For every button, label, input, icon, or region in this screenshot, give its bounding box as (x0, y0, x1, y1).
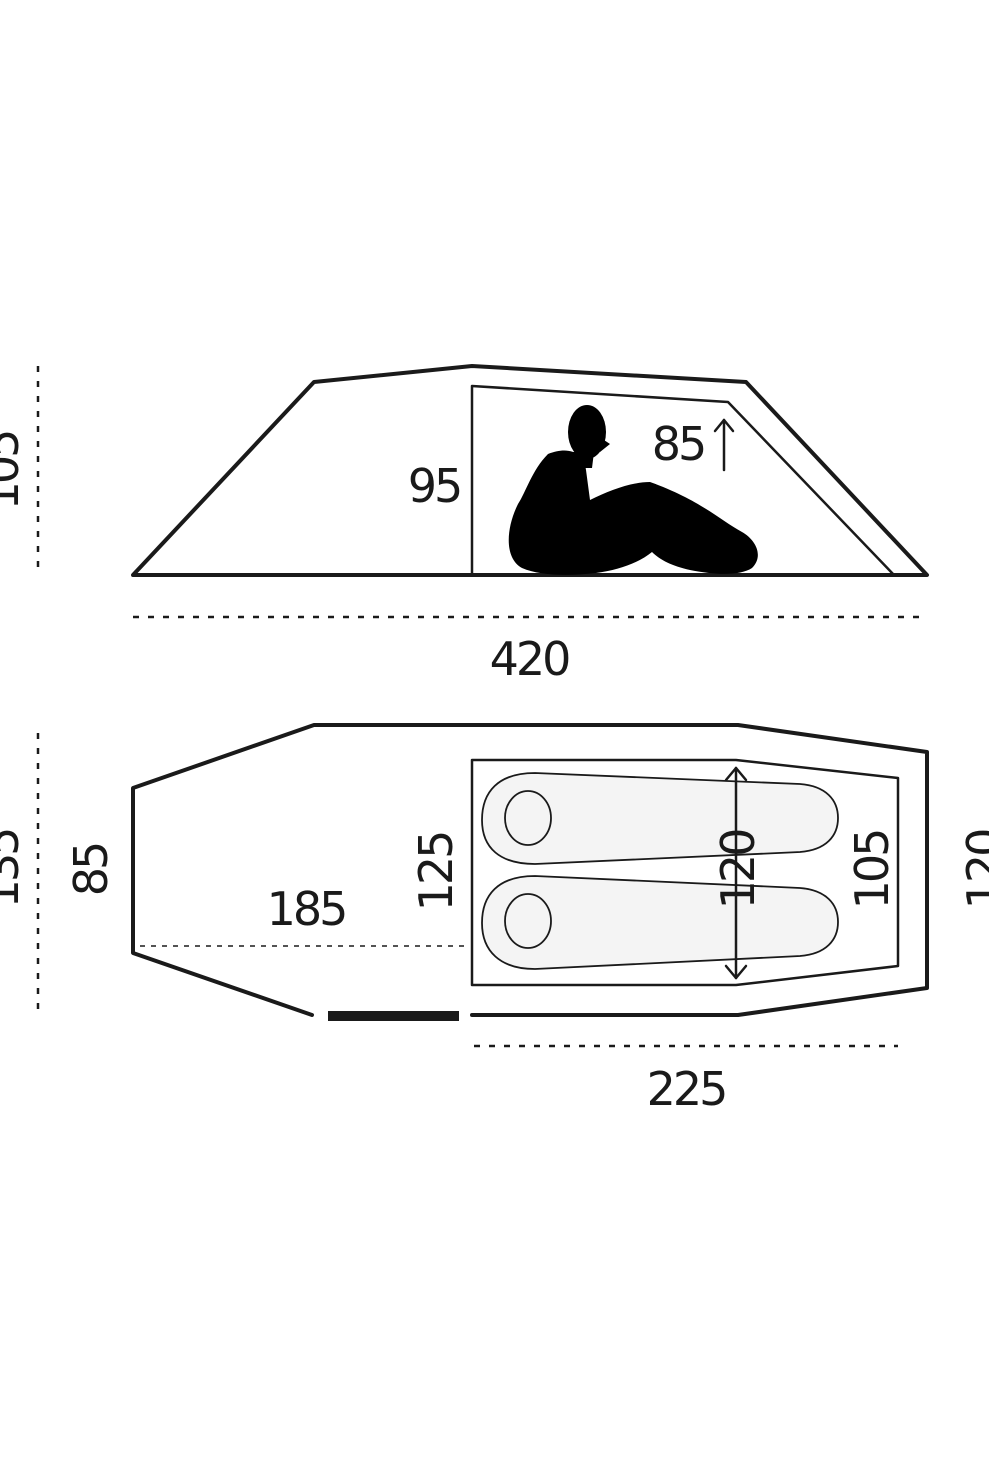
side-view: 105 95 85 420 (0, 364, 929, 686)
length-label: 420 (490, 632, 570, 686)
top-view-fly-outline (131, 723, 929, 1017)
foot-end-width-label: 120 (957, 830, 989, 910)
inner-tent-foot-width-label: 105 (845, 831, 899, 910)
sleeping-pad-bottom (481, 875, 839, 970)
top-view-inner-tent-outline (470, 758, 900, 987)
side-view-fly-outline (131, 364, 929, 577)
inner-height-label: 95 (408, 459, 461, 513)
vestibule-end-width-label: 85 (64, 844, 118, 897)
door-zip-bar (328, 1011, 459, 1021)
total-height-label: 105 (0, 432, 29, 511)
inner-tent-length-label: 225 (647, 1062, 726, 1116)
vestibule-length-label: 185 (267, 882, 346, 936)
sleeping-pad-top (481, 772, 839, 865)
top-view: 135 85 185 125 120 105 120 225 (0, 723, 989, 1116)
total-width-label: 135 (0, 830, 29, 909)
sleeping-width-label: 120 (711, 830, 765, 910)
inner-tent-door-width-label: 125 (409, 833, 463, 912)
headroom-arrow (713, 418, 735, 472)
sitting-headroom-label: 85 (652, 417, 705, 471)
side-view-inner-tent-outline (470, 384, 895, 576)
sleeping-width-arrow (724, 766, 748, 980)
seated-person-silhouette (508, 405, 758, 575)
